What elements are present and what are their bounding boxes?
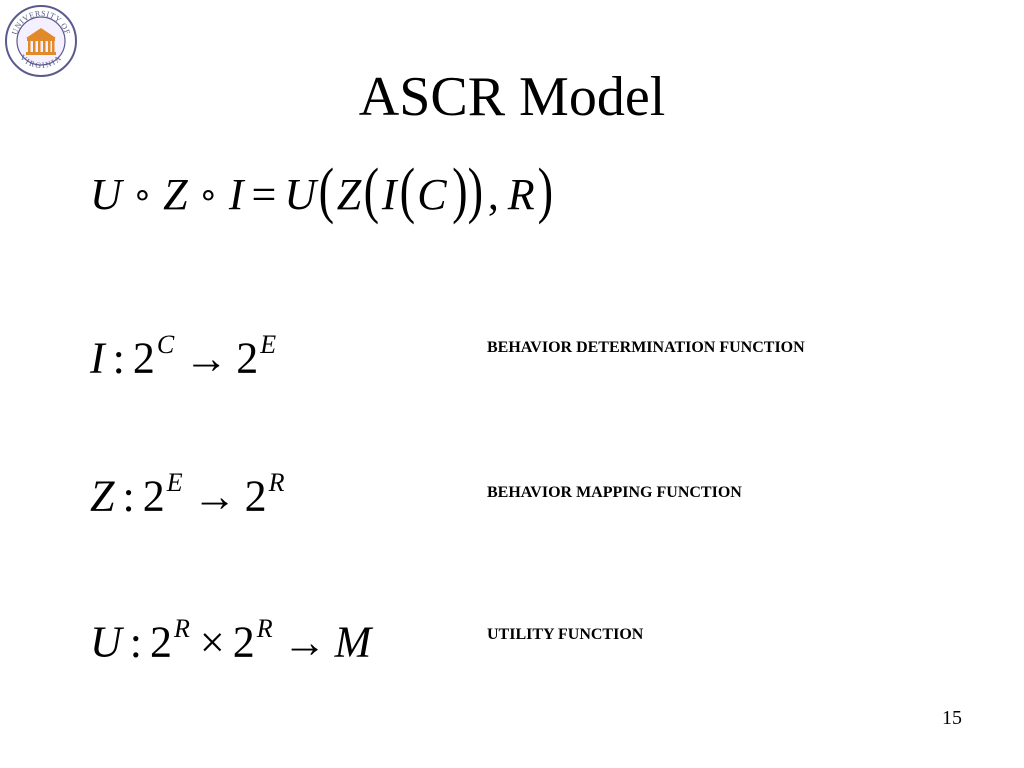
behavior-determination-label: BEHAVIOR DETERMINATION FUNCTION [487,339,805,356]
behavior-mapping-equation: Z:2E→2R [90,468,285,521]
utility-label: UTILITY FUNCTION [487,626,644,643]
behavior-mapping-label: BEHAVIOR MAPPING FUNCTION [487,484,742,501]
composition-equation: U∘Z∘I=U(Z(I(C)), R) [90,157,553,225]
slide-title: ASCR Model [358,66,666,128]
page-number: 15 [942,707,962,729]
university-of-virginia-seal-icon: UNIVERSITY OF VIRGINIA [4,4,78,78]
utility-equation: U:2R×2R→M [90,614,372,667]
behavior-determination-equation: I:2C→2E [90,330,277,383]
